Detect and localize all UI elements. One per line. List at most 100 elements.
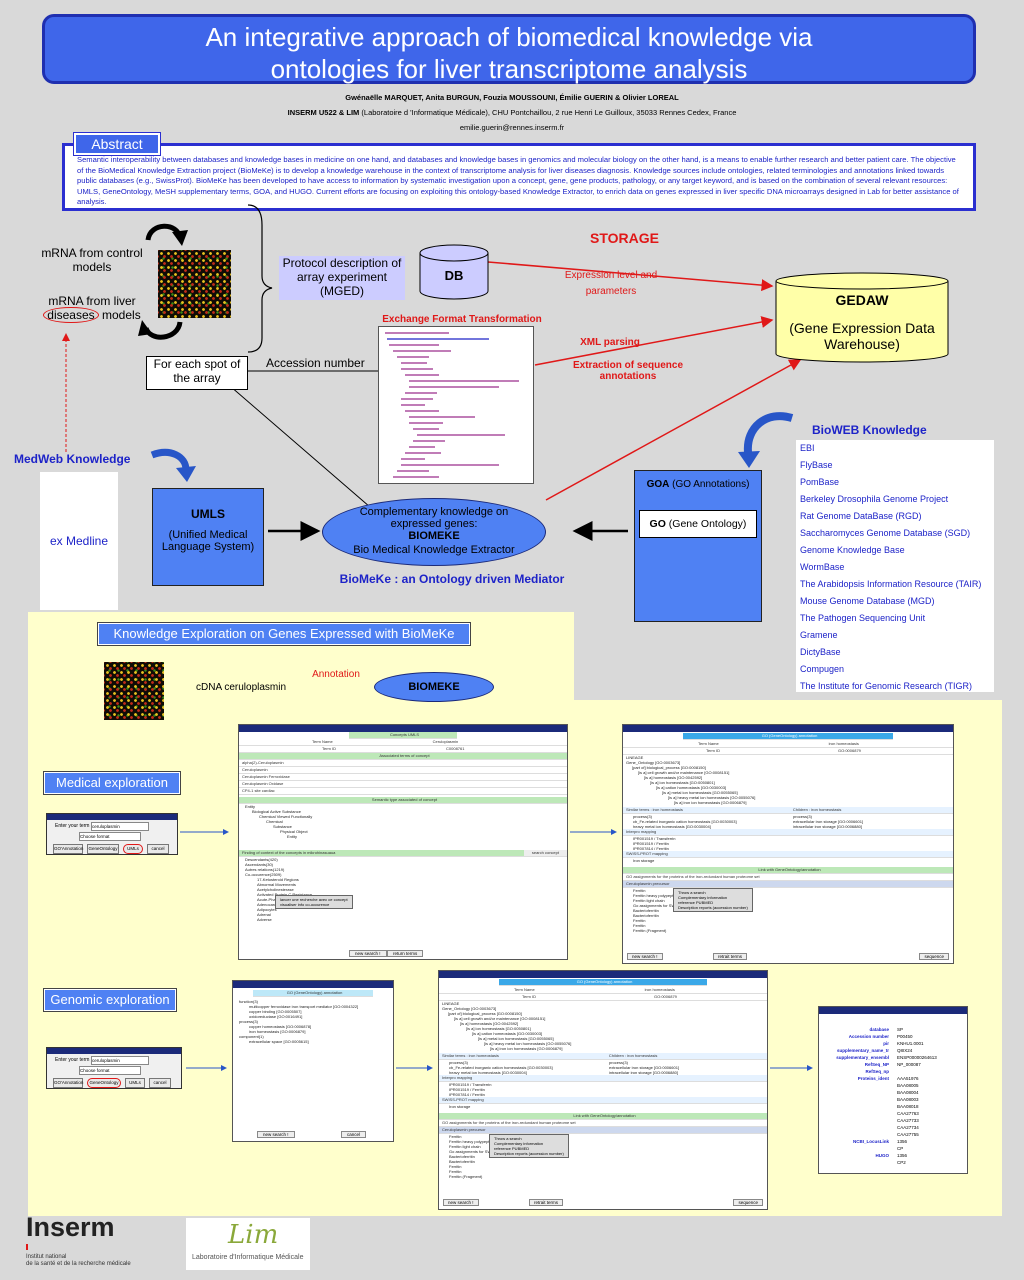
assignment-row[interactable]: Ferritin (Fragment) — [633, 928, 667, 933]
popup-item-2[interactable]: visualiser info co-occurence — [280, 902, 330, 907]
assoc-term-row[interactable]: alpha(2)-Ceruloplasmin — [239, 760, 567, 767]
similar-item[interactable]: process(3) — [449, 1060, 468, 1065]
format-select-2[interactable]: Choose format — [79, 1066, 141, 1075]
umls-button[interactable]: UMLs — [123, 844, 143, 854]
go-retrait-terms-button[interactable]: retrait terms — [529, 1199, 564, 1206]
assignment-popup-item[interactable]: Complementary information — [678, 895, 728, 900]
goa-button[interactable]: GO'Annotation — [53, 844, 83, 854]
go-new-search-button[interactable]: new search ! — [627, 953, 663, 960]
cooccurrence-item[interactable]: Autres relations(1219) — [245, 867, 285, 872]
gene-term[interactable]: extracellular space [GO:0005615] — [249, 1039, 309, 1044]
ceruloplasmin-row[interactable]: Ceruloplasmin precursor — [439, 1127, 767, 1134]
cooccurrence-item[interactable]: Activated Protein C Resistance — [257, 892, 312, 897]
assignment-row[interactable]: Bacterioferritin — [633, 908, 659, 913]
gene-category[interactable]: process(3) — [239, 1019, 258, 1024]
cancel-button-2[interactable]: cancel — [149, 1078, 171, 1088]
assignment-row[interactable]: Bacterioferritin — [449, 1159, 475, 1164]
assignment-row[interactable]: Ferritin heavy polypeptide — [449, 1139, 495, 1144]
assoc-term-row[interactable]: Ceruloplasmin Ferroxidase — [239, 774, 567, 781]
bioweb-item[interactable]: PomBase — [800, 477, 840, 487]
assignment-popup-item[interactable]: Description reports (accession number) — [494, 1151, 564, 1156]
cooccurrence-item[interactable]: Ascendants(30) — [245, 862, 274, 867]
term-input[interactable]: ceruloplasmin — [91, 822, 149, 831]
gene-term[interactable]: iron homeostasis [GO:0006879] — [249, 1029, 306, 1034]
bioweb-item[interactable]: Saccharomyces Genome Database (SGD) — [800, 528, 971, 538]
bioweb-item[interactable]: Gramene — [800, 630, 838, 640]
child-item[interactable]: process(3) — [609, 1060, 628, 1065]
gene-term[interactable]: multicopper ferroxidase iron transport m… — [249, 1004, 359, 1009]
bioweb-item[interactable]: Rat Genome DataBase (RGD) — [800, 511, 922, 521]
assignment-row[interactable]: Go assignments for SWISS — [449, 1149, 498, 1154]
gene-term[interactable]: copper homeostasis [GO:0006878] — [249, 1024, 312, 1029]
interpro-item[interactable]: IPR007814 / Ferritin — [633, 846, 669, 851]
go-retrait-terms-button[interactable]: retrait terms — [713, 953, 748, 960]
assignment-row[interactable]: Ferritin (Fragment) — [449, 1174, 483, 1179]
similar-item[interactable]: heavy metal ion homeostasis [GO:0030004] — [449, 1070, 527, 1075]
gene-category[interactable]: component(1) — [239, 1034, 264, 1039]
cooccurrence-item[interactable]: Abnormal Movements — [257, 882, 296, 887]
cooccurrence-item[interactable]: Descendants(420) — [245, 857, 278, 862]
interpro-item[interactable]: IPR001519 / Transferrin — [449, 1082, 492, 1087]
assignment-row[interactable]: Ferritin — [449, 1169, 462, 1174]
child-item[interactable]: intracellular iron storage [GO:0006880] — [793, 824, 862, 829]
bioweb-item[interactable]: The Arabidopsis Information Resource (TA… — [800, 579, 982, 589]
similar-item[interactable]: cb_Fe-related inorganic cation homeostas… — [449, 1065, 553, 1070]
assignment-popup-item[interactable]: reference PUBMED — [678, 900, 714, 905]
bioweb-item[interactable]: EBI — [800, 443, 815, 453]
bioweb-item[interactable]: The Pathogen Sequencing Unit — [800, 613, 926, 623]
assignment-row[interactable]: Ferritin heavy polypeptide — [633, 893, 679, 898]
gene-term[interactable]: oxidoreductase [GO:0016491] — [249, 1014, 303, 1019]
assignment-row[interactable]: Ferritin — [633, 923, 646, 928]
assignment-row[interactable]: Ferritin — [449, 1134, 462, 1139]
assignment-row[interactable]: Ferritin light chain — [633, 898, 665, 903]
cooccurrence-item[interactable]: Adipocytes — [257, 907, 277, 912]
child-item[interactable]: intracellular iron storage [GO:0006880] — [609, 1070, 678, 1075]
cooccurrence-item[interactable]: Adrenal — [257, 912, 271, 917]
popup-item-1[interactable]: lancer une recherche avec ce concept — [280, 897, 348, 902]
bioweb-item[interactable]: WormBase — [800, 562, 845, 572]
assignment-row[interactable]: Ferritin light chain — [449, 1144, 481, 1149]
bioweb-item[interactable]: DictyBase — [800, 647, 841, 657]
similar-children-row[interactable]: process(3) process(3) — [623, 814, 953, 819]
geneontology-button[interactable]: GeneOntology — [87, 844, 119, 854]
gene-cancel-button[interactable]: cancel — [341, 1131, 367, 1138]
assignment-row[interactable]: Bacterioferritin — [449, 1154, 475, 1159]
cooccurrence-item[interactable]: 17-Ketosteroid Regions — [257, 877, 299, 882]
assignment-row[interactable]: Ferritin — [633, 888, 646, 893]
search-concept-button[interactable]: search concept — [523, 850, 567, 856]
gene-new-search-button[interactable]: new search ! — [257, 1131, 295, 1138]
interpro-item[interactable]: IPR001519 / Ferritin — [449, 1087, 485, 1092]
assignment-popup-item[interactable]: Throw a search — [494, 1136, 522, 1141]
similar-item[interactable]: cb_Fe-related inorganic cation homeostas… — [633, 819, 737, 824]
go-sequence-button[interactable]: sequence — [919, 953, 949, 960]
term-input-2[interactable]: ceruloplasmin — [91, 1056, 149, 1065]
child-item[interactable]: extracellular iron storage [GO:0006601] — [609, 1065, 680, 1070]
geneontology-button-2[interactable]: GeneOntology — [87, 1078, 121, 1088]
similar-children-row[interactable]: cb_Fe-related inorganic cation homeostas… — [623, 819, 953, 824]
assignment-popup-item[interactable]: Complementary information — [494, 1141, 544, 1146]
gene-term[interactable]: copper binding [GO:0005507] — [249, 1009, 302, 1014]
assignment-row[interactable]: Ferritin — [633, 918, 646, 923]
similar-children-row[interactable]: process(3) process(3) — [439, 1060, 767, 1065]
similar-children-row[interactable]: heavy metal ion homeostasis [GO:0030004]… — [439, 1070, 767, 1075]
interpro-item[interactable]: IPR007814 / Ferritin — [449, 1092, 485, 1097]
bioweb-item[interactable]: FlyBase — [800, 460, 833, 470]
bioweb-item[interactable]: Mouse Genome Database (MGD) — [800, 596, 935, 606]
cancel-button[interactable]: cancel — [147, 844, 169, 854]
similar-item[interactable]: process(3) — [633, 814, 652, 819]
bioweb-item[interactable]: The Institute for Genomic Research (TIGR… — [800, 681, 973, 691]
bioweb-item[interactable]: Genome Knowledge Base — [800, 545, 905, 555]
gene-category[interactable]: function(3) — [239, 999, 258, 1004]
bioweb-item[interactable]: Berkeley Drosophila Genome Project — [800, 494, 949, 504]
bioweb-item[interactable]: Compugen — [800, 664, 845, 674]
assignment-popup-item[interactable]: Description reports (accession number) — [678, 905, 748, 910]
cooccurrence-item[interactable]: Adverse — [257, 917, 272, 922]
assignment-row[interactable]: Ferritin — [449, 1164, 462, 1169]
child-item[interactable]: extracellular iron storage [GO:0006601] — [793, 819, 864, 824]
assignment-row[interactable]: Go assignments for SWISS — [633, 903, 682, 908]
go-new-search-button[interactable]: new search ! — [443, 1199, 479, 1206]
similar-item[interactable]: heavy metal ion homeostasis [GO:0030004] — [633, 824, 711, 829]
interpro-item[interactable]: IPR001519 / Transferrin — [633, 836, 676, 841]
child-item[interactable]: process(3) — [793, 814, 812, 819]
go-sequence-button[interactable]: sequence — [733, 1199, 763, 1206]
